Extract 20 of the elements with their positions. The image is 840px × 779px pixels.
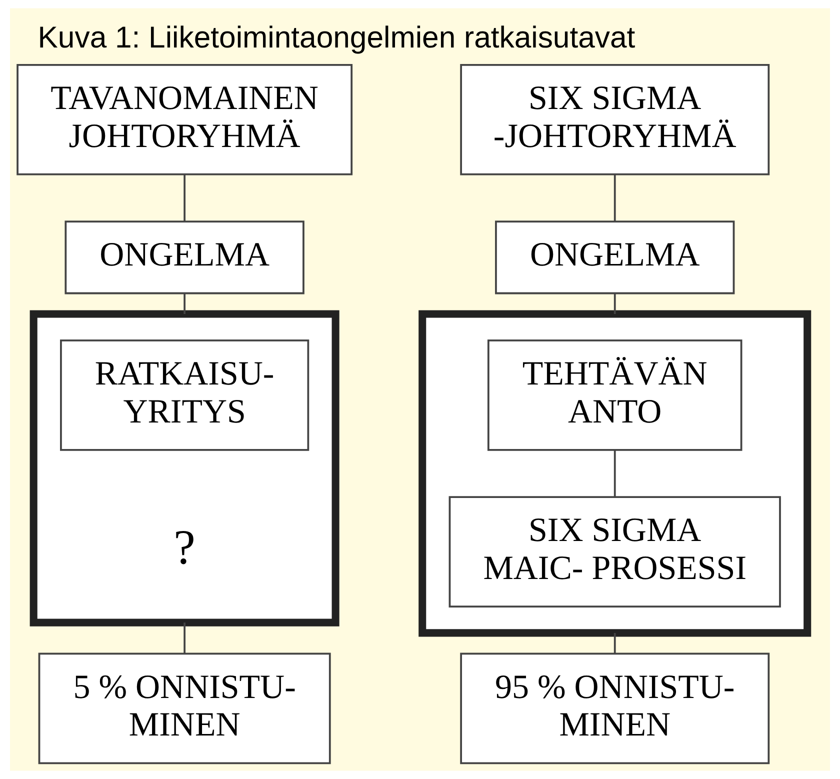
connector <box>184 622 186 654</box>
connector <box>184 294 186 314</box>
cluster <box>30 310 340 626</box>
node-box: TAVANOMAINEN JOHTORYHMÄ <box>16 64 353 176</box>
node-box: 5 % ONNISTU- MINEN <box>38 652 331 764</box>
connector <box>184 174 186 222</box>
connector <box>614 450 616 497</box>
node-box: SIX SIGMA -JOHTORYHMÄ <box>460 64 770 176</box>
connector <box>614 174 616 222</box>
node-box: 95 % ONNISTU- MINEN <box>460 652 770 764</box>
node-box: SIX SIGMA MAIC- PROSESSI <box>448 496 781 608</box>
node-text: ? <box>174 520 196 575</box>
node-box: ONGELMA <box>64 220 304 294</box>
node-box: RATKAISU- YRITYS <box>60 339 310 451</box>
connector <box>614 294 616 314</box>
cluster <box>418 310 812 637</box>
diagram-title: Kuva 1: Liiketoimintaongelmien ratkaisutavat <box>38 22 636 55</box>
node-box: TEHTÄVÄN ANTO <box>487 339 742 451</box>
node-box: ONGELMA <box>495 220 735 294</box>
connector <box>614 632 616 654</box>
